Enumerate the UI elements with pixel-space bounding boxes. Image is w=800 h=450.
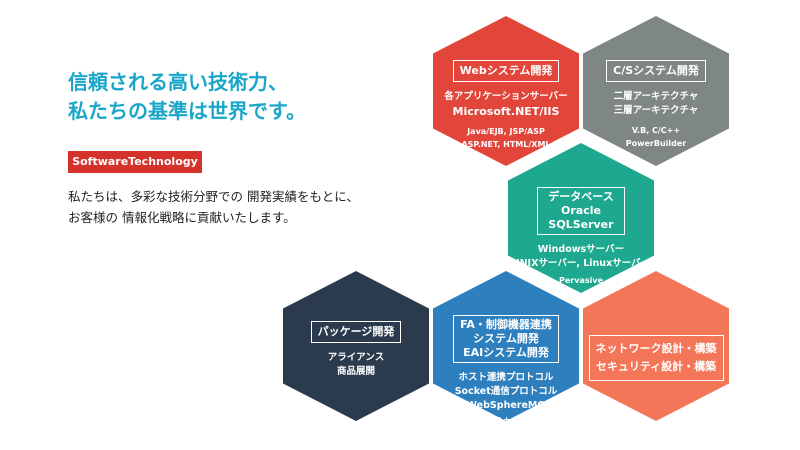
section-tag: SoftwareTechnology xyxy=(68,151,202,173)
hex-network: ネットワーク設計・構築 セキュリティ設計・構築 xyxy=(583,271,729,421)
hex-cs-line-2: 三層アーキテクチャ xyxy=(613,105,699,116)
hex-fa-line-1: ホスト連携プロトコル xyxy=(458,372,554,383)
hex-fa-title-3: EAIシステム開発 xyxy=(463,346,549,359)
hex-db-title-2: Oracle xyxy=(561,204,601,217)
hex-fa-line-4: C/C++, V.B xyxy=(481,415,531,424)
description-line-1: 私たちは、多彩な技術分野での 開発実績をもとに、 xyxy=(68,189,359,204)
hex-web-system: Webシステム開発 各アプリケーションサーバー Microsoft.NET/II… xyxy=(433,16,579,166)
hex-db-line-3: Pervasive xyxy=(559,276,603,285)
hex-fa-title-2: システム開発 xyxy=(473,332,539,345)
hex-web-title: Webシステム開発 xyxy=(452,60,560,82)
hex-package-shape xyxy=(283,271,429,421)
description-line-2: お客様の 情報化戦略に貢献いたします。 xyxy=(68,210,296,225)
headline-line-2: 私たちの基準は世界です。 xyxy=(68,99,306,123)
description: 私たちは、多彩な技術分野での 開発実績をもとに、 お客様の 情報化戦略に貢献いた… xyxy=(68,186,408,228)
hex-web-line-4: ASP.NET, HTML/XML xyxy=(461,140,551,149)
hex-network-line-1: ネットワーク設計・構築 xyxy=(595,342,717,355)
hex-fa-line-2: Socket通信プロトコル xyxy=(454,386,558,397)
hex-package: パッケージ開発 アライアンス 商品展開 xyxy=(283,271,429,421)
hex-fa-title: FA・制御機器連携 システム開発 EAIシステム開発 xyxy=(453,315,559,363)
hex-cs-title: C/Sシステム開発 xyxy=(606,60,706,82)
hex-package-line-1: アライアンス xyxy=(327,352,385,363)
hex-db-line-2: UNIXサーバー, Linuxサーバー xyxy=(511,258,651,269)
hex-db-title: データベース Oracle SQLServer xyxy=(537,187,625,235)
hex-fa-line-3: WebSphereMQ xyxy=(466,400,546,411)
hex-web-line-3: Java/EJB, JSP/ASP xyxy=(467,127,545,136)
hex-network-box: ネットワーク設計・構築 セキュリティ設計・構築 xyxy=(588,335,724,381)
hex-database: データベース Oracle SQLServer Windowsサーバー UNIX… xyxy=(508,143,654,293)
hex-db-title-1: データベース xyxy=(548,190,614,203)
hex-network-line-2: セキュリティ設計・構築 xyxy=(595,360,717,373)
hex-db-line-1: Windowsサーバー xyxy=(537,244,625,255)
headline: 信頼される高い技術力、 私たちの基準は世界です。 xyxy=(68,68,398,126)
hex-package-line-2: 商品展開 xyxy=(336,366,375,377)
hex-fa-title-1: FA・制御機器連携 xyxy=(460,318,552,331)
hex-cs-line-1: 二層アーキテクチャ xyxy=(613,91,699,102)
hex-web-line-2: Microsoft.NET/IIS xyxy=(452,105,560,118)
hex-package-title: パッケージ開発 xyxy=(310,321,402,343)
headline-line-1: 信頼される高い技術力、 xyxy=(68,70,288,94)
hex-cs-system: C/Sシステム開発 二層アーキテクチャ 三層アーキテクチャ V.B, C/C++… xyxy=(583,16,729,166)
hex-web-line-1: 各アプリケーションサーバー xyxy=(444,91,568,102)
hex-db-title-3: SQLServer xyxy=(548,218,614,231)
hex-cs-line-3: V.B, C/C++ xyxy=(631,126,681,135)
hex-cs-line-4: PowerBuilder xyxy=(625,139,687,148)
hex-fa-control: FA・制御機器連携 システム開発 EAIシステム開発 ホスト連携プロトコル So… xyxy=(433,271,579,424)
